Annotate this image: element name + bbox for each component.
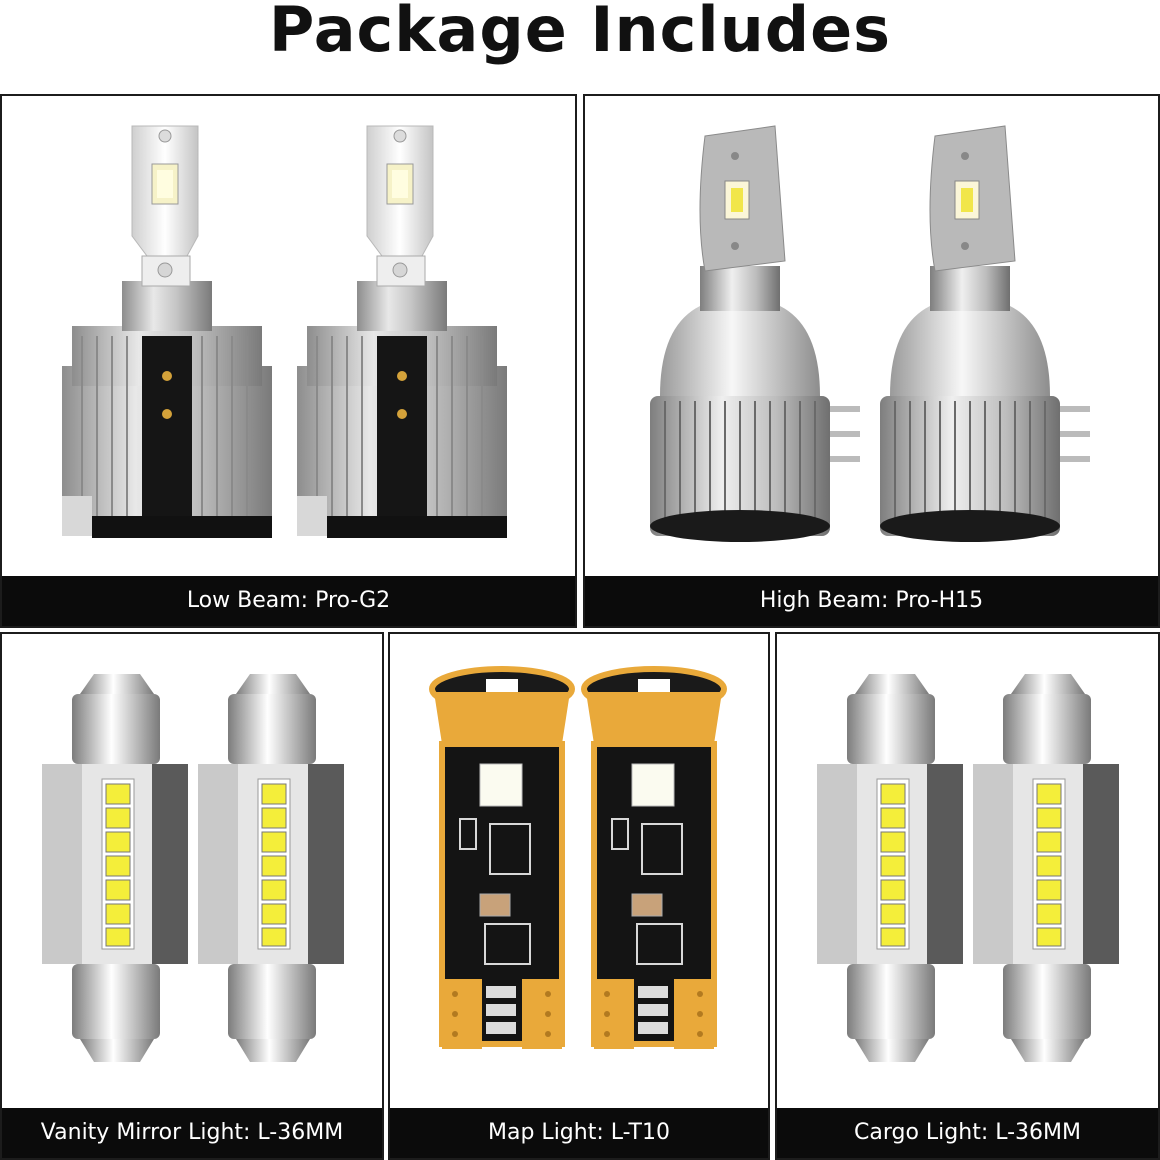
product-panel-cargo-light: Cargo Light: L-36MM bbox=[775, 632, 1160, 1160]
caption-cargo-light: Cargo Light: L-36MM bbox=[777, 1108, 1158, 1158]
product-panel-vanity-mirror-light: Vanity Mirror Light: L-36MM bbox=[0, 632, 384, 1160]
vanity-mirror-bulbs-image bbox=[42, 673, 345, 1063]
page-title: Package Includes bbox=[268, 0, 892, 66]
caption-vanity-mirror-light: Vanity Mirror Light: L-36MM bbox=[2, 1108, 382, 1158]
product-panel-map-light: Map Light: L-T10 bbox=[388, 632, 770, 1160]
caption-high-beam: High Beam: Pro-H15 bbox=[585, 576, 1158, 626]
map-light-bulbs-image bbox=[429, 666, 768, 1112]
caption-low-beam: Low Beam: Pro-G2 bbox=[2, 576, 575, 626]
cargo-light-bulbs-image bbox=[816, 673, 1120, 1063]
product-panel-low-beam: Low Beam: Pro-G2 bbox=[0, 94, 577, 628]
caption-map-light: Map Light: L-T10 bbox=[390, 1108, 768, 1158]
high-beam-bulbs-image bbox=[650, 125, 1091, 543]
low-beam-bulbs-image bbox=[62, 125, 508, 539]
product-panel-high-beam: High Beam: Pro-H15 bbox=[583, 94, 1160, 628]
